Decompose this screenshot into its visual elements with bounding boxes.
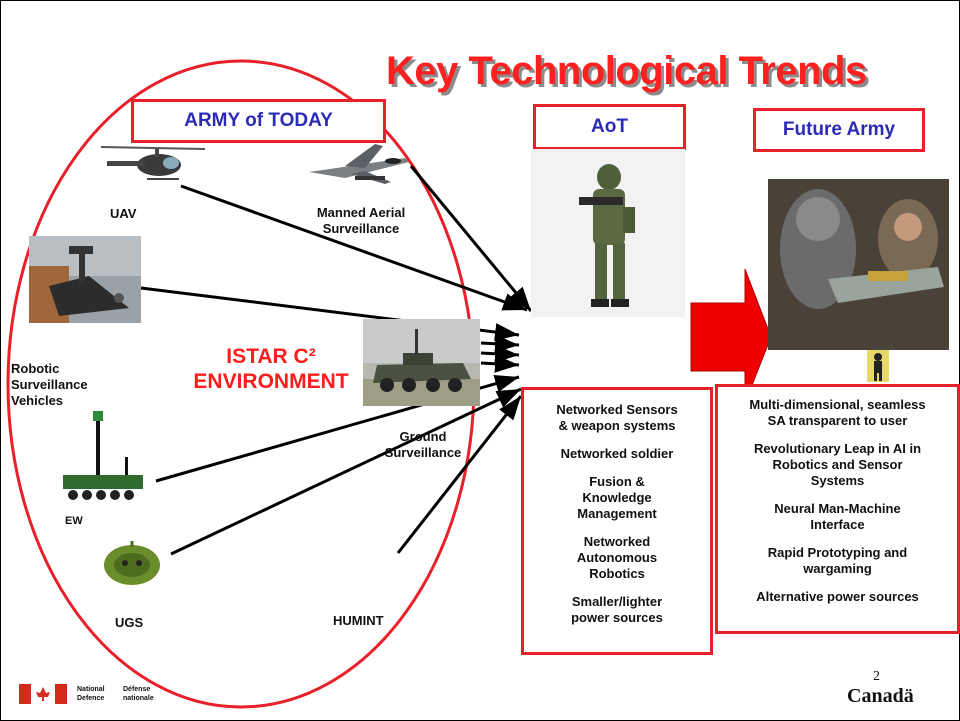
canada-wordmark: Canadä [847,685,914,707]
label-robotic-line1: Robotic [11,361,60,376]
future-item-line: Systems [810,473,865,488]
uav-image [99,139,207,189]
istar-label-line1: ISTAR C² [226,345,316,368]
future-arrow [690,268,772,404]
label-ugs: UGS [115,615,144,630]
label-ground: Ground Surveillance [371,429,475,461]
future-soldier-image [768,179,949,350]
future-item: Alternative power sources [718,589,957,605]
ugs-image [97,537,167,589]
dept-name-fr-line2: nationale [123,695,154,702]
soldier-image [531,149,685,317]
connector-manned [409,165,533,312]
label-ground-line2: Surveillance [384,445,462,460]
future-capabilities-box: Multi-dimensional, seamless SA transpare… [715,384,960,634]
armoured-vehicle-image [363,319,480,406]
dept-name-fr-line1: Défense [123,686,151,693]
connector-uav [180,184,528,312]
dept-name-fr: Défense nationale [123,685,154,703]
aot-item-line: power sources [571,610,663,625]
future-item-line: Multi-dimensional, seamless [749,397,926,412]
aot-item: Fusion & Knowledge Management [524,474,710,522]
future-item-line: Alternative power sources [756,589,919,604]
aot-item-line: Networked soldier [560,446,674,461]
aot-item-line: Autonomous [576,550,658,565]
aot-item-line: Management [577,506,657,521]
future-item-line: Rapid Prototyping and [767,545,908,560]
future-item-line: Robotics and Sensor [772,457,903,472]
aot-item-line: Robotics [589,566,645,581]
aot-item-line: Networked [583,534,651,549]
label-robotic-line3: Vehicles [11,393,64,408]
future-item-line: Neural Man-Machine [774,501,901,516]
future-item-line: wargaming [803,561,872,576]
header-aot-label: AoT [591,116,628,137]
label-humint: HUMINT [333,613,384,628]
aot-item: Networked Autonomous Robotics [524,534,710,582]
aot-item-line: Knowledge [582,490,652,505]
label-robotic: Robotic Surveillance Vehicles [11,361,88,409]
connector-ground-2 [480,344,520,363]
aot-item-line: Smaller/lighter [571,594,663,609]
robotic-vehicle-image [29,236,141,323]
future-item: Neural Man-Machine Interface [718,501,957,533]
label-robotic-line2: Surveillance [11,377,88,392]
future-item: Multi-dimensional, seamless SA transpare… [718,397,957,429]
aot-item-line: Networked Sensors [556,402,678,417]
canada-flag-icon [19,684,67,704]
aot-item-line: & weapon systems [558,418,676,433]
dept-name-en-line2: Defence [77,695,105,702]
small-soldier-icon [867,350,889,382]
connector-ground-1 [480,334,520,353]
future-item: Rapid Prototyping and wargaming [718,545,957,577]
label-manned-aerial-line2: Surveillance [322,221,400,236]
aot-item: Smaller/lighter power sources [524,594,710,626]
aot-item: Networked Sensors & weapon systems [524,402,710,434]
page-number: 2 [873,669,880,684]
aot-item-line: Fusion & [589,474,645,489]
istar-label: ISTAR C² ENVIRONMENT [186,344,356,394]
future-item-line: SA transparent to user [767,413,908,428]
ew-vehicle-image [59,411,149,503]
label-ew: EW [65,515,83,527]
dept-name-en: National Defence [77,685,105,703]
dept-name-en-line1: National [77,686,105,693]
header-future-army-label: Future Army [782,119,896,140]
header-army-of-today-label: ARMY of TODAY [184,110,333,131]
header-army-of-today: ARMY of TODAY [131,99,386,143]
future-item: Revolutionary Leap in AI in Robotics and… [718,441,957,489]
label-manned-aerial: Manned Aerial Surveillance [301,205,421,237]
future-item-line: Revolutionary Leap in AI in [753,441,922,456]
aot-capabilities-box: Networked Sensors & weapon systems Netwo… [521,387,713,655]
connector-ground-3 [480,354,520,373]
future-item-line: Interface [810,517,865,532]
jet-image [305,138,413,188]
istar-label-line2: ENVIRONMENT [193,370,349,393]
connector-ugs [170,387,522,556]
page-title: Key Technological Trends [386,49,867,93]
label-manned-aerial-line1: Manned Aerial [316,205,406,220]
connector-humint [396,395,523,554]
label-ground-line1: Ground [399,429,447,444]
aot-item: Networked soldier [524,446,710,462]
header-aot: AoT [533,104,686,150]
header-future-army: Future Army [753,108,925,152]
label-uav: UAV [110,206,137,221]
